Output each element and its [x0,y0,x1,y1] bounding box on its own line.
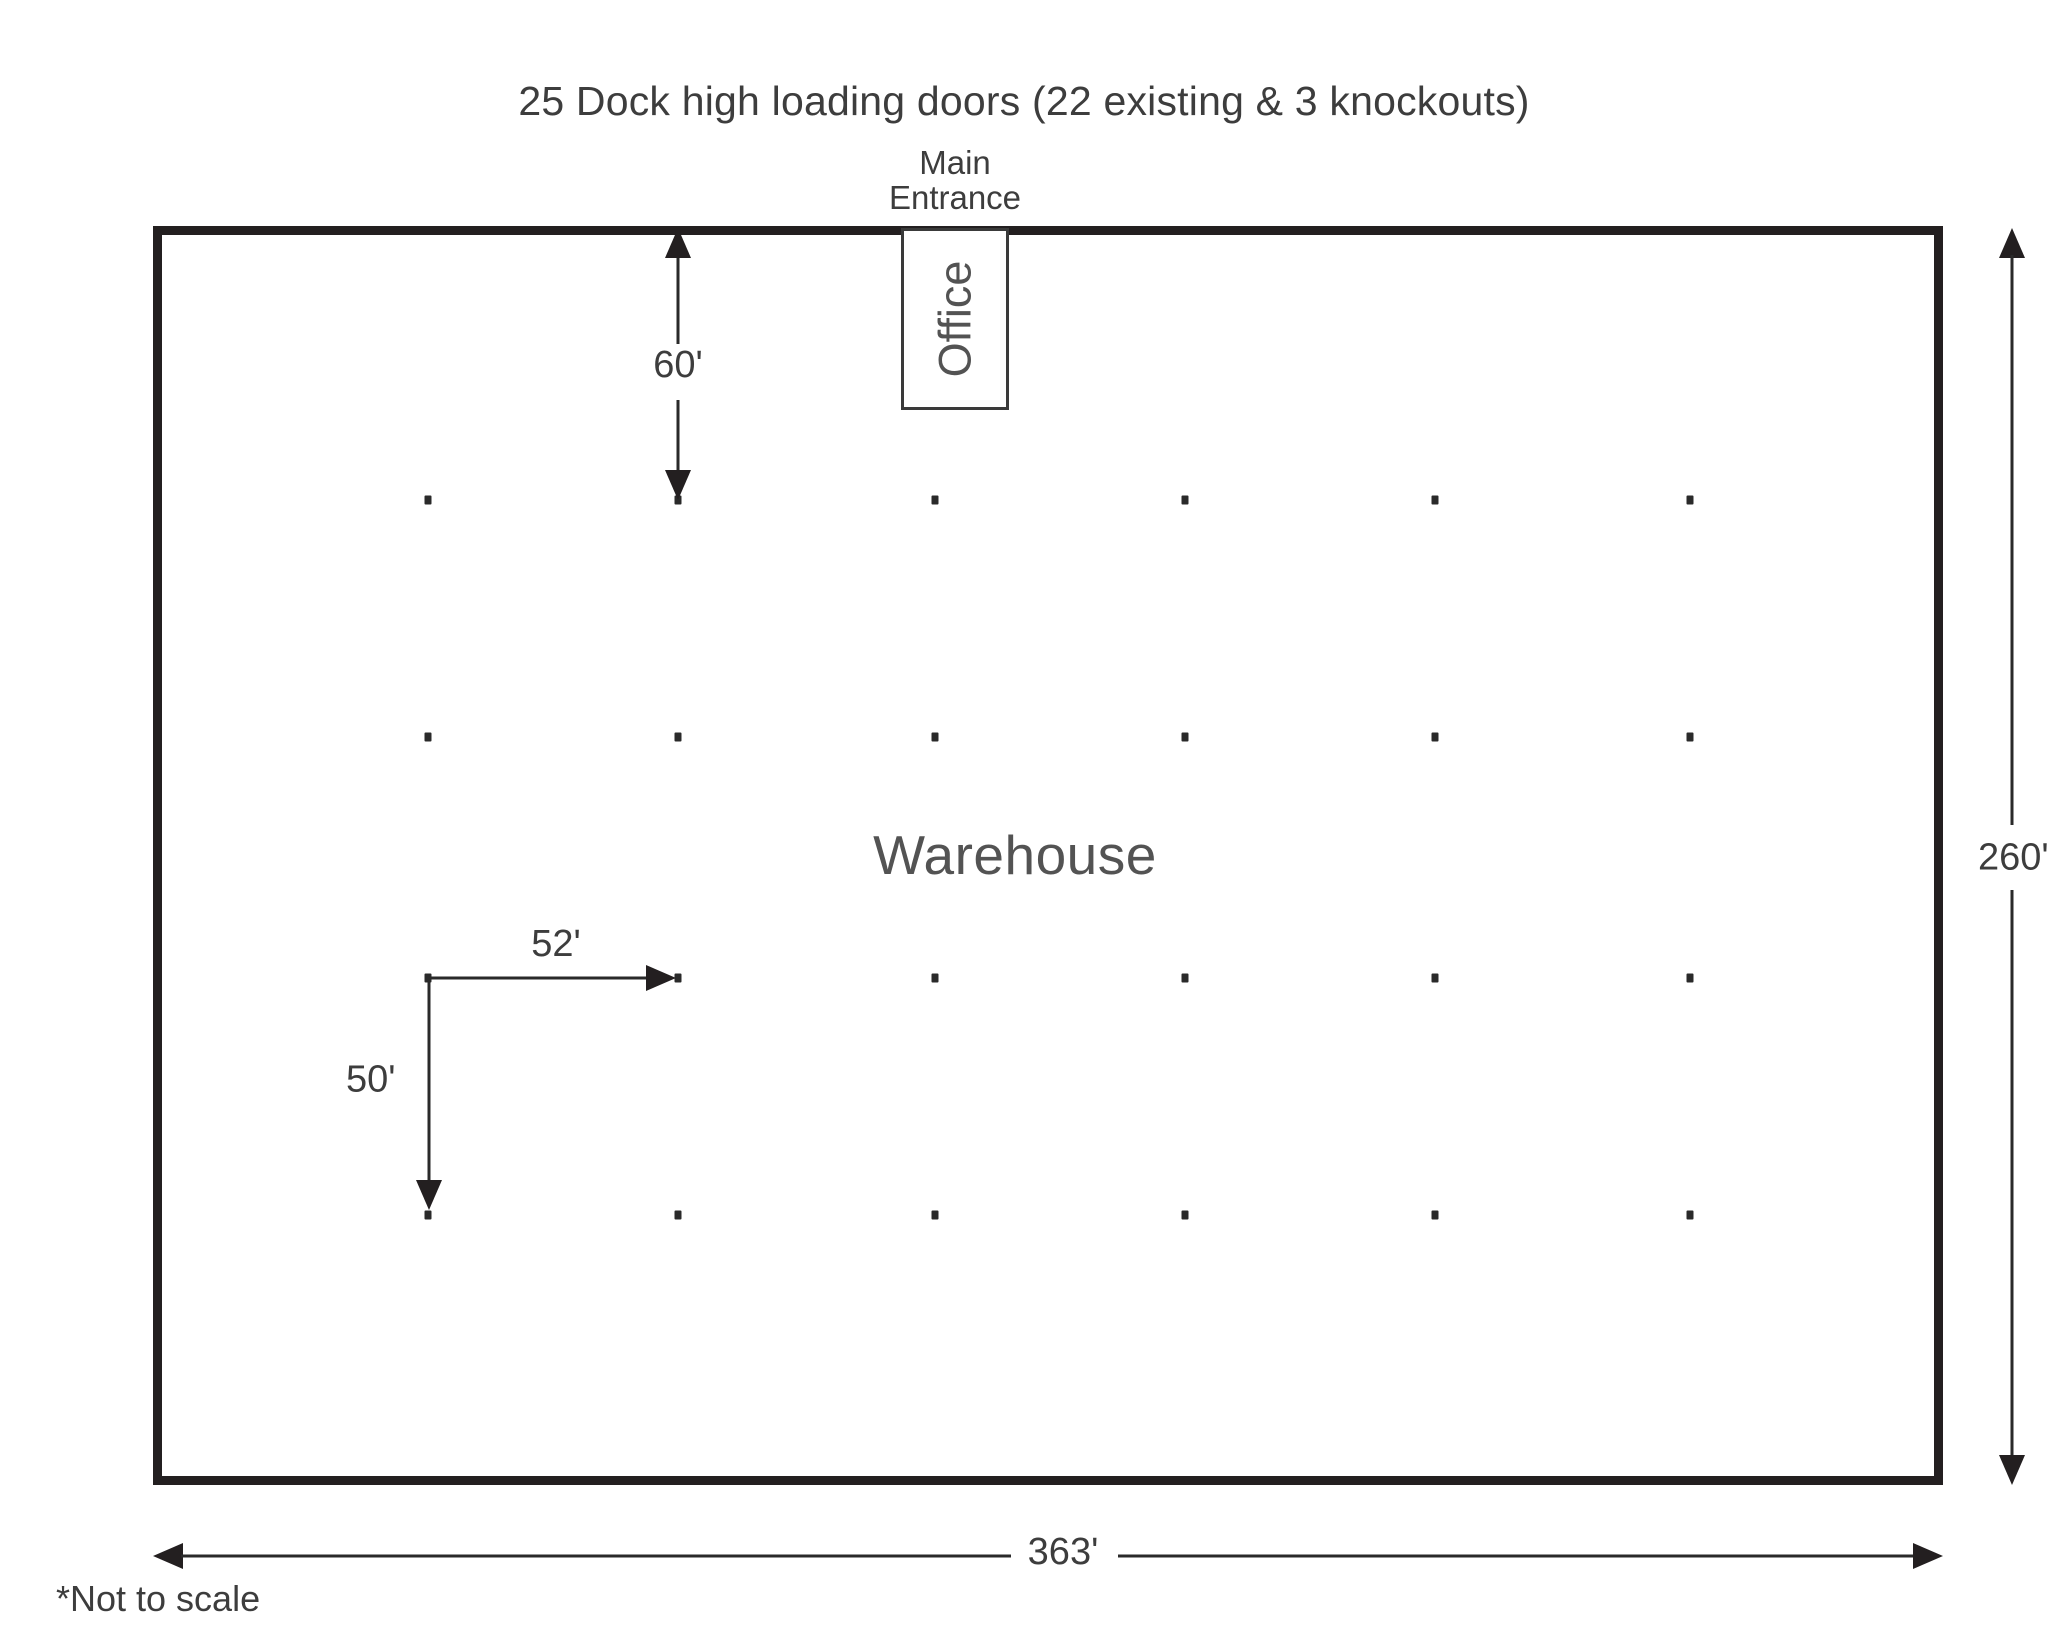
not-to-scale-note: *Not to scale [56,1578,261,1619]
dimension-arrowhead-up-60ft [665,228,691,258]
column-dot [931,1210,939,1220]
column-dot [1431,495,1439,505]
main-entrance-label-line2: Entrance [888,179,1022,216]
dimension-label-60ft: 60' [647,344,709,387]
column-dot [931,495,939,505]
main-entrance-label-line1: Main [919,144,991,181]
office-label-wrapper: Office [901,228,1009,410]
column-dot [931,732,939,742]
office-label: Office [929,260,980,378]
dimension-label-50ft: 50' [340,1058,402,1102]
dimension-line-52ft [430,976,648,980]
column-dot [1686,973,1694,983]
building-outline [153,226,1943,1485]
column-dot [1431,732,1439,742]
dimension-arrowhead-down-260ft [1999,1455,2025,1485]
dimension-label-363ft: 363' [1021,1531,1105,1574]
dimension-line-60ft-upper [676,252,680,370]
column-dot [424,732,432,742]
column-dot [674,1210,682,1220]
dimension-line-260ft-lower [2010,890,2014,1455]
dimension-line-260ft-upper [2010,255,2014,825]
dimension-arrowhead-down-60ft [665,470,691,500]
dimension-arrowhead-left-363ft [153,1543,183,1569]
dimension-arrowhead-right-52ft [646,965,676,991]
column-dot [1181,495,1189,505]
dimension-label-52ft: 52' [525,923,587,966]
plan-title: 25 Dock high loading doors (22 existing … [518,78,1530,124]
dimension-arrowhead-up-260ft [1999,228,2025,258]
main-entrance-label: Main Entrance [835,145,1075,215]
dimension-line-50ft [427,980,431,1180]
column-dot [1431,973,1439,983]
dimension-line-363ft-left [181,1554,1011,1558]
column-dot [1686,1210,1694,1220]
column-dot [1686,732,1694,742]
dimension-arrowhead-down-50ft [416,1180,442,1210]
dimension-label-260ft: 260' [1972,836,2048,880]
column-dot [424,973,432,983]
column-dot [674,495,682,505]
column-dot [1181,973,1189,983]
column-dot [1431,1210,1439,1220]
column-dot [1181,732,1189,742]
dimension-line-363ft-right [1118,1554,1915,1558]
dimension-arrowhead-right-363ft [1913,1543,1943,1569]
column-dot [674,732,682,742]
column-dot [424,1210,432,1220]
column-dot [674,973,682,983]
dimension-line-60ft-lower [676,400,680,470]
office-box [901,228,1009,410]
column-dot [1686,495,1694,505]
warehouse-label: Warehouse [873,824,1157,886]
column-dot [424,495,432,505]
column-dot [1181,1210,1189,1220]
column-dot [931,973,939,983]
